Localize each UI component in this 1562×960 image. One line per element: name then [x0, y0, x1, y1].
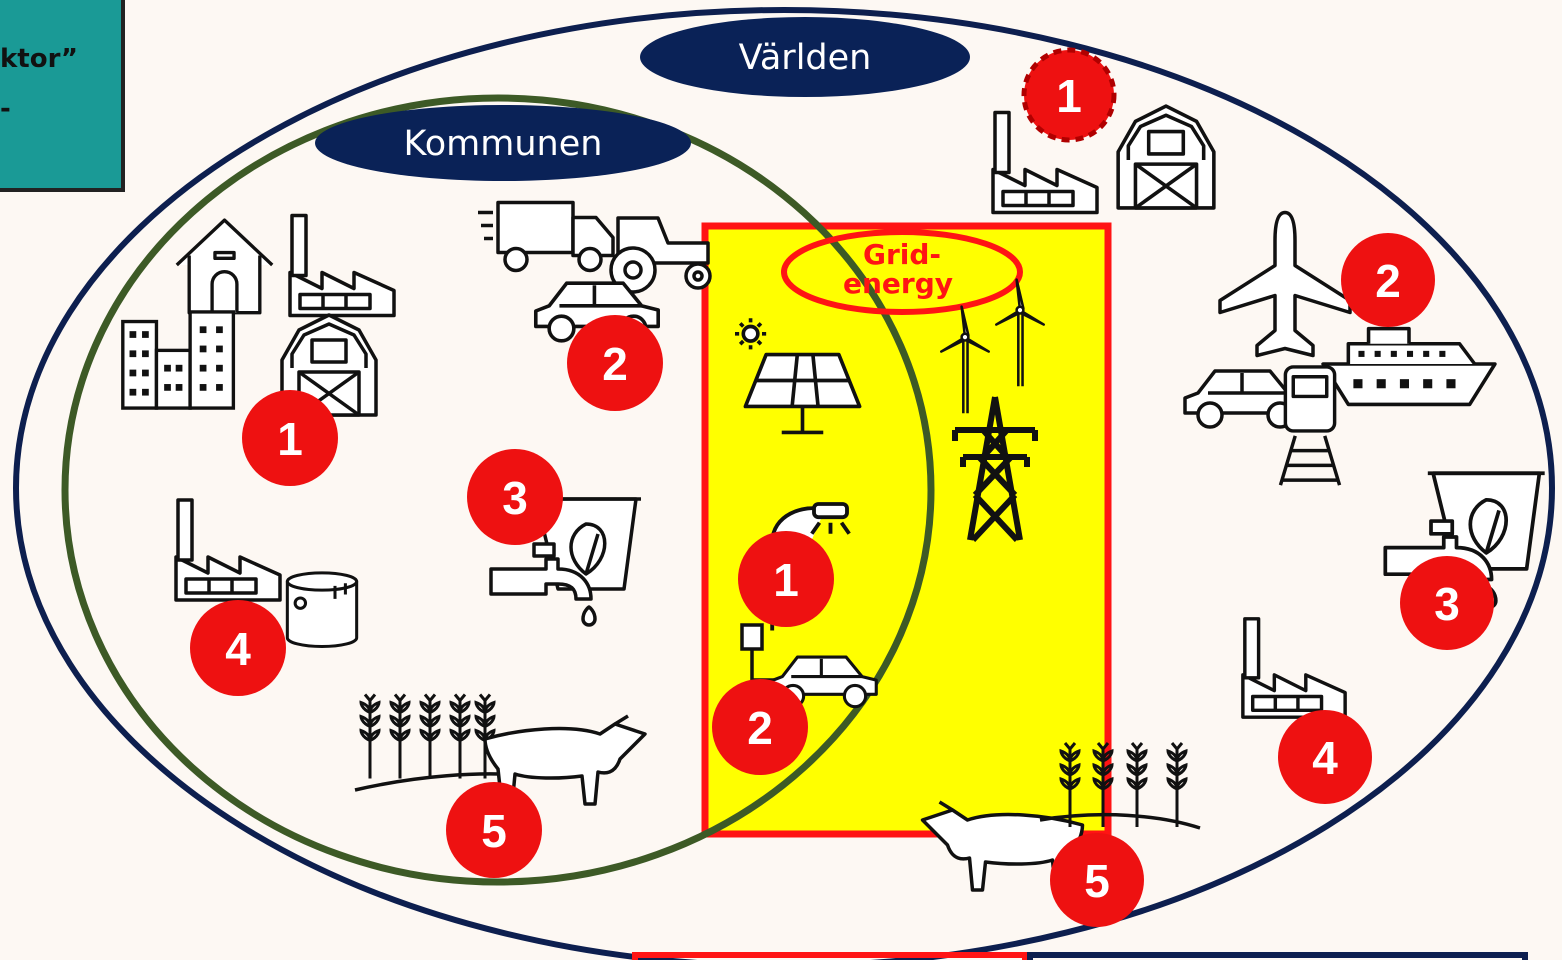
- grid-energy-label-line2: energy: [843, 267, 953, 300]
- svg-text:4: 4: [1312, 732, 1338, 784]
- svg-text:1: 1: [1056, 70, 1082, 122]
- municipality-label-pill: Kommunen: [315, 105, 691, 181]
- municipality-boundary: [61, 94, 935, 886]
- world-label-pill: Världen: [640, 17, 970, 97]
- svg-text:2: 2: [1375, 255, 1401, 307]
- svg-text:5: 5: [481, 805, 507, 857]
- badge-municipality-4: 4: [190, 600, 286, 696]
- municipality-label: Kommunen: [404, 124, 603, 164]
- badge-municipality-1: 1: [242, 390, 338, 486]
- grid-energy-label: Grid- energy: [781, 229, 1023, 315]
- corner-info-box: ktor” -: [0, 0, 125, 192]
- bottom-red-box: [632, 952, 1028, 960]
- svg-text:3: 3: [1434, 578, 1460, 630]
- agriculture-icon: [354, 692, 647, 808]
- corner-box-line1: ktor”: [0, 44, 78, 74]
- badge-world-2: 2: [1341, 233, 1435, 327]
- badge-municipality-2: 2: [567, 315, 663, 411]
- badge-world-5: 5: [1050, 833, 1144, 927]
- svg-text:1: 1: [277, 413, 303, 465]
- badge-grid-2: 2: [712, 679, 808, 775]
- badge-municipality-5: 5: [446, 782, 542, 878]
- badge-world-4: 4: [1278, 710, 1372, 804]
- badge-world-1: 1: [1021, 47, 1117, 143]
- bottom-navy-box: [1027, 952, 1528, 960]
- grid-energy-label-line1: Grid-: [863, 238, 941, 271]
- storage-tank-icon: [285, 570, 359, 649]
- world-agriculture-icon: [920, 741, 1201, 894]
- svg-text:3: 3: [502, 472, 528, 524]
- badge-municipality-3: 3: [467, 449, 563, 545]
- badge-world-3: 3: [1400, 556, 1494, 650]
- svg-text:2: 2: [747, 702, 773, 754]
- corner-box-line2: -: [0, 94, 11, 124]
- badge-grid-1: 1: [738, 531, 834, 627]
- svg-text:4: 4: [225, 623, 251, 675]
- svg-text:2: 2: [602, 338, 628, 390]
- world-label: Världen: [739, 38, 872, 78]
- svg-text:5: 5: [1084, 855, 1110, 907]
- svg-text:1: 1: [773, 554, 799, 606]
